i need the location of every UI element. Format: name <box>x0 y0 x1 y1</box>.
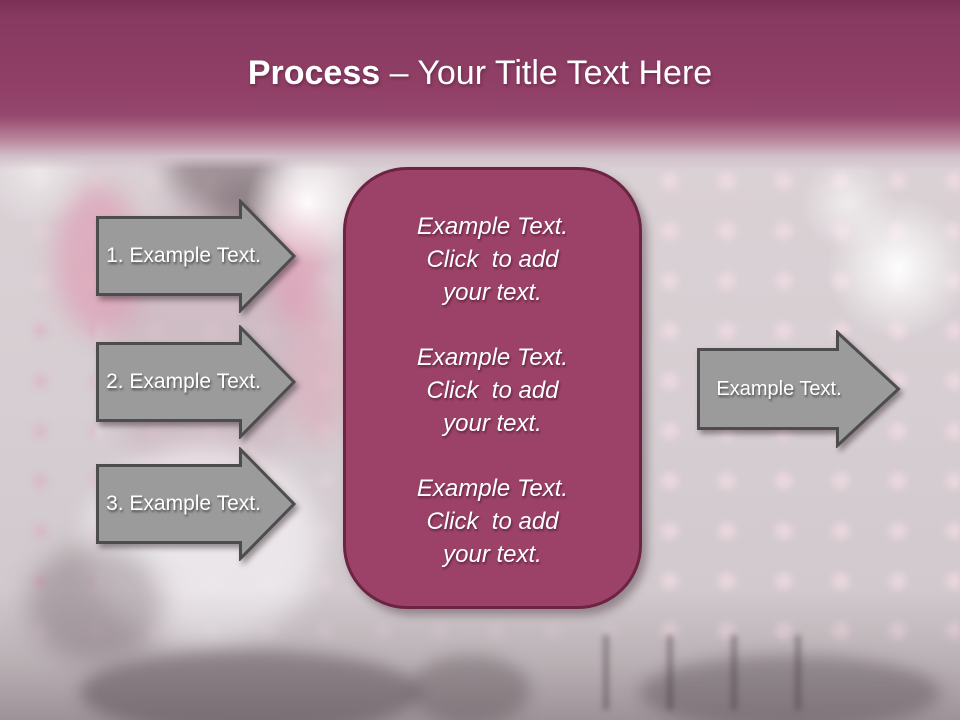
step-arrow-2-label: 2. Example Text. <box>106 370 261 393</box>
arrow-right-icon <box>96 447 297 561</box>
panel-text-block: Example Text. Click to add your text. <box>346 341 639 440</box>
panel-text-block: Example Text. Click to add your text. <box>346 210 639 309</box>
step-arrow-2[interactable]: 2. Example Text. <box>96 325 297 439</box>
panel-line: your text. <box>443 541 542 568</box>
panel-line: your text. <box>443 279 542 306</box>
panel-line: Click to add <box>426 246 559 273</box>
step-arrow-1-label: 1. Example Text. <box>106 244 261 267</box>
bg-mixer-faders <box>545 635 845 710</box>
bg-turntable-right <box>640 655 940 720</box>
bg-light-dots-left <box>0 300 95 590</box>
bg-mixer-shadow <box>410 655 530 720</box>
panel-line: Example Text. <box>416 213 569 240</box>
panel-text-block: Example Text. Click to add your text. <box>346 472 639 571</box>
bg-dj-pink-arm <box>288 300 350 445</box>
arrow-right-icon <box>697 330 901 448</box>
title-bar: Process – Your Title Text Here <box>0 0 960 170</box>
step-arrow-1[interactable]: 1. Example Text. <box>96 199 297 313</box>
panel-line: Click to add <box>426 508 559 535</box>
arrow-right-icon <box>96 325 297 439</box>
arrow-right-icon <box>96 199 297 313</box>
output-arrow[interactable]: Example Text. <box>697 330 901 448</box>
step-arrow-3[interactable]: 3. Example Text. <box>96 447 297 561</box>
bg-mixer-band <box>0 590 960 720</box>
bg-dj-hand <box>28 545 163 663</box>
step-arrow-3-label: 3. Example Text. <box>106 492 261 515</box>
panel-line: Example Text. <box>416 344 569 371</box>
bg-stage-light <box>798 158 898 250</box>
title-text: – Your Title Text Here <box>380 54 713 92</box>
center-panel[interactable]: Example Text. Click to add your text. Ex… <box>343 167 642 609</box>
panel-line: Example Text. <box>416 475 569 502</box>
output-arrow-label: Example Text. <box>716 377 842 400</box>
panel-line: your text. <box>443 410 542 437</box>
bg-turntable-left <box>80 650 420 720</box>
title-keyword: Process <box>247 54 381 92</box>
panel-line: Click to add <box>426 377 559 404</box>
slide-title[interactable]: Process – Your Title Text Here <box>0 52 960 94</box>
bg-stage-light <box>826 195 960 340</box>
